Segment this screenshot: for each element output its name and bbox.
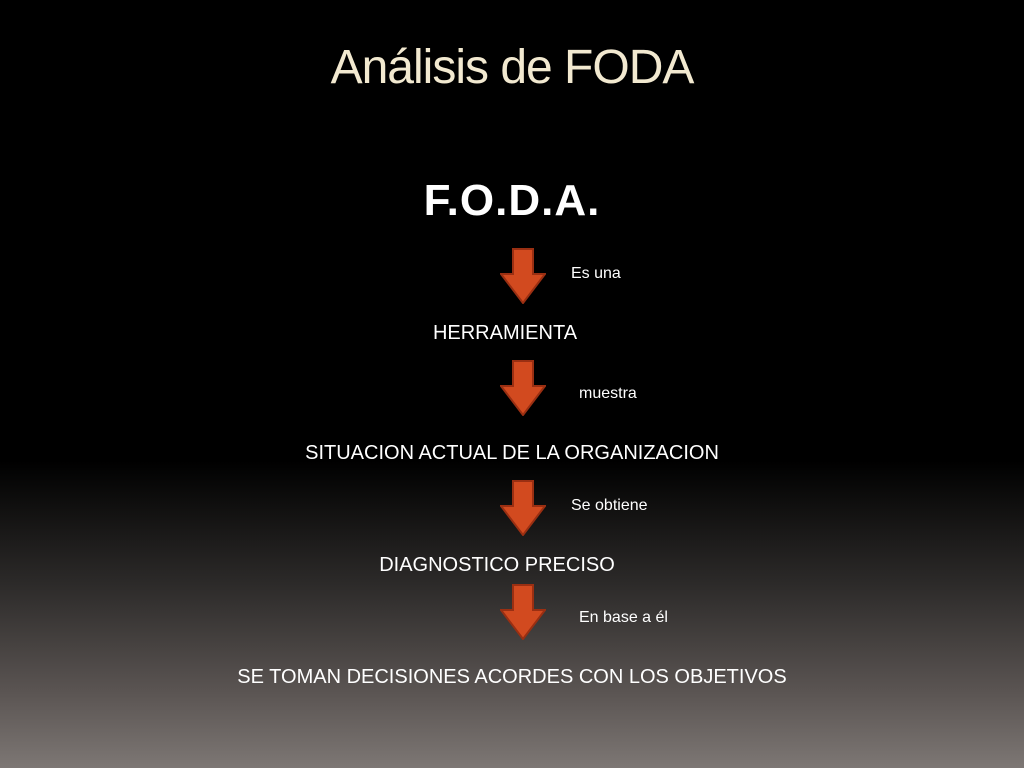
down-arrow-icon	[500, 248, 546, 304]
connector-label-1: Es una	[571, 265, 621, 282]
flow-step-1: HERRAMIENTA	[432, 322, 578, 344]
down-arrow-icon	[500, 360, 546, 416]
connector-label-2: muestra	[579, 385, 637, 402]
slide-title: Análisis de FODA	[330, 41, 695, 94]
connector-label-4: En base a él	[579, 609, 668, 626]
flow-step-2: SITUACION ACTUAL DE LA ORGANIZACION	[305, 442, 719, 464]
flow-step-3: DIAGNOSTICO PRECISO	[379, 554, 615, 576]
down-arrow-icon	[500, 480, 546, 536]
flow-step-4: SE TOMAN DECISIONES ACORDES CON LOS OBJE…	[237, 666, 787, 688]
foda-heading: F.O.D.A.	[423, 176, 601, 225]
connector-label-3: Se obtiene	[571, 497, 648, 514]
down-arrow-icon	[500, 584, 546, 640]
